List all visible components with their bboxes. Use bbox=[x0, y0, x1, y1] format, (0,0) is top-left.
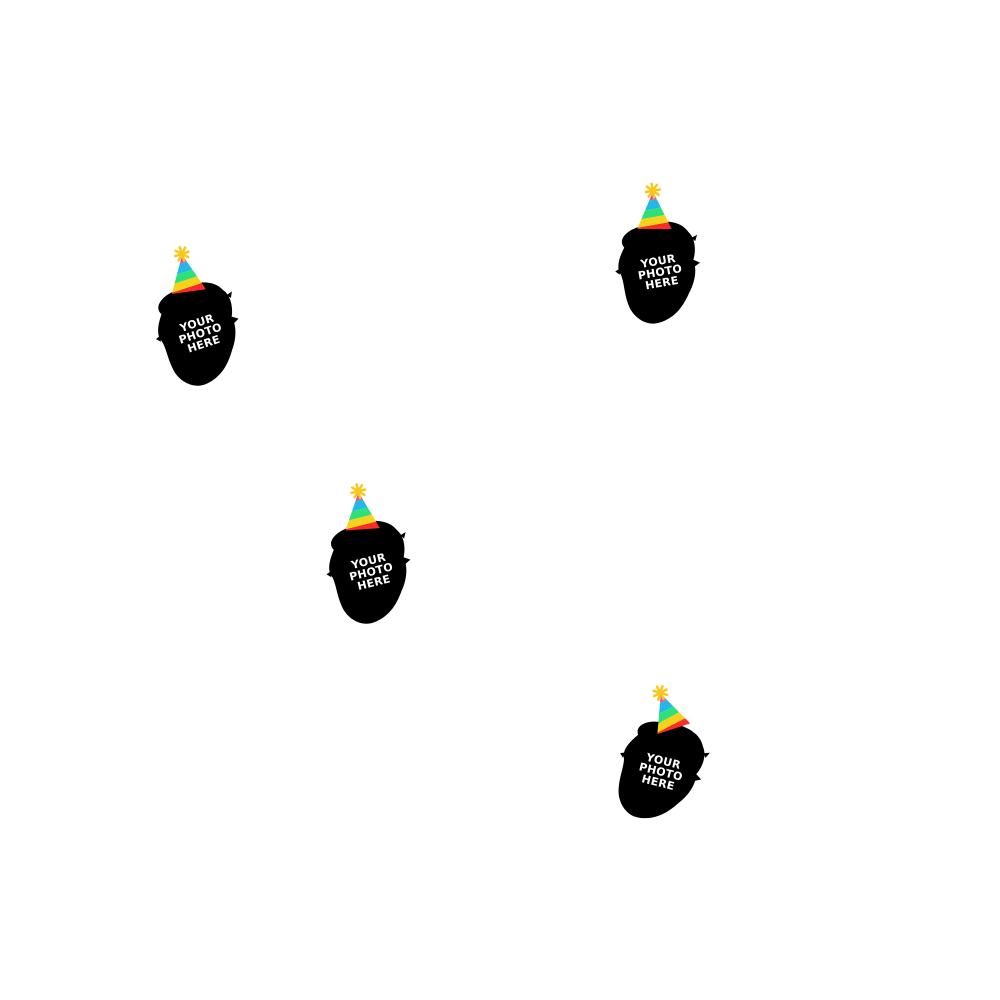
photo-placeholder-2[interactable]: YOUR PHOTO HERE bbox=[600, 173, 715, 336]
head-silhouette-icon bbox=[618, 684, 710, 819]
photo-placeholder-1[interactable]: YOUR PHOTO HERE bbox=[129, 232, 261, 402]
photo-placeholder-3[interactable]: YOUR PHOTO HERE bbox=[305, 471, 429, 638]
head-silhouette-icon bbox=[326, 483, 411, 624]
head-silhouette-icon bbox=[155, 246, 239, 386]
photo-placeholder-4[interactable]: YOUR PHOTO HERE bbox=[603, 671, 727, 838]
head-silhouette-icon bbox=[615, 182, 700, 324]
